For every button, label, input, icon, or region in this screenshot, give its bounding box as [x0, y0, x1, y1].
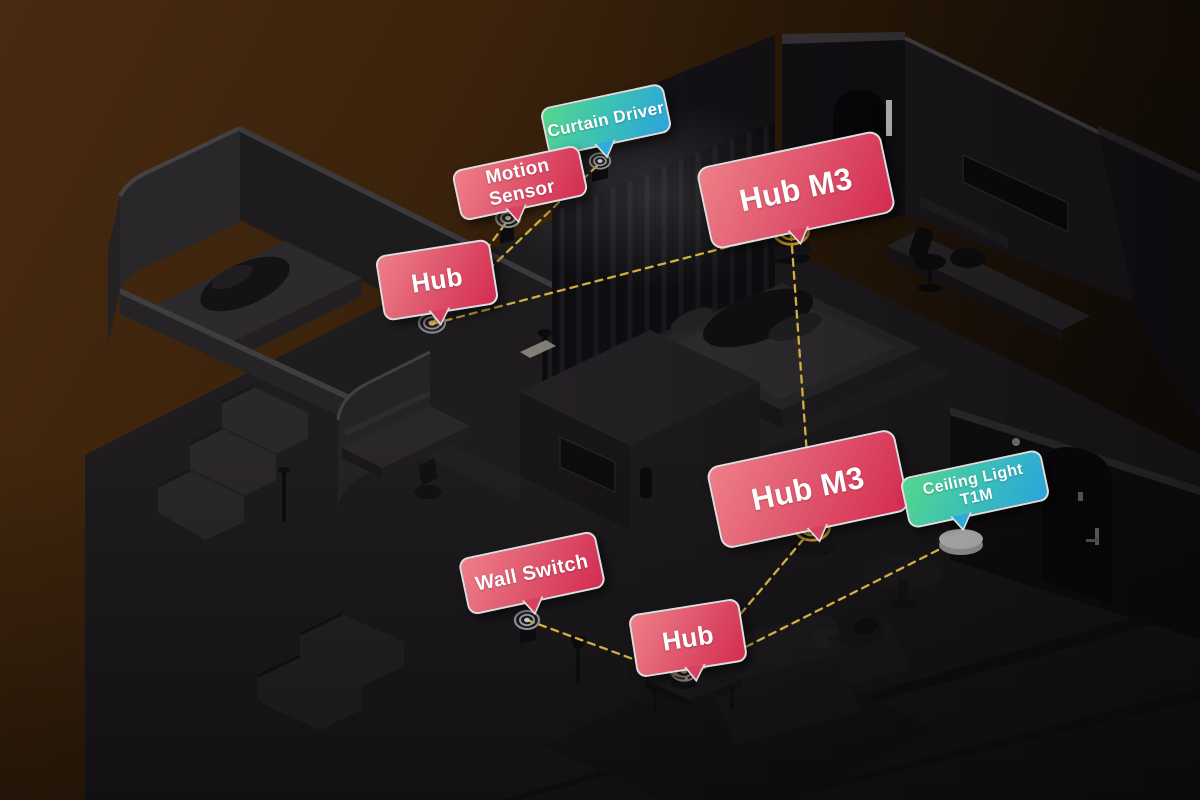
curtain-driver-label-text: Curtain Driver: [545, 97, 667, 142]
hub-m3-bottom-label-text: Hub M3: [748, 459, 868, 518]
connection-hubm3top-bottom: [789, 231, 814, 527]
hub-left-label-text: Hub: [409, 260, 465, 299]
wall-switch-label-text: Wall Switch: [473, 549, 591, 596]
connection-hub-hubm3top: [430, 229, 791, 326]
hub-bottom-label-text: Hub: [660, 618, 716, 657]
hub-m3-top-label-text: Hub M3: [736, 160, 856, 219]
connection-hub-ceiling: [686, 546, 944, 678]
